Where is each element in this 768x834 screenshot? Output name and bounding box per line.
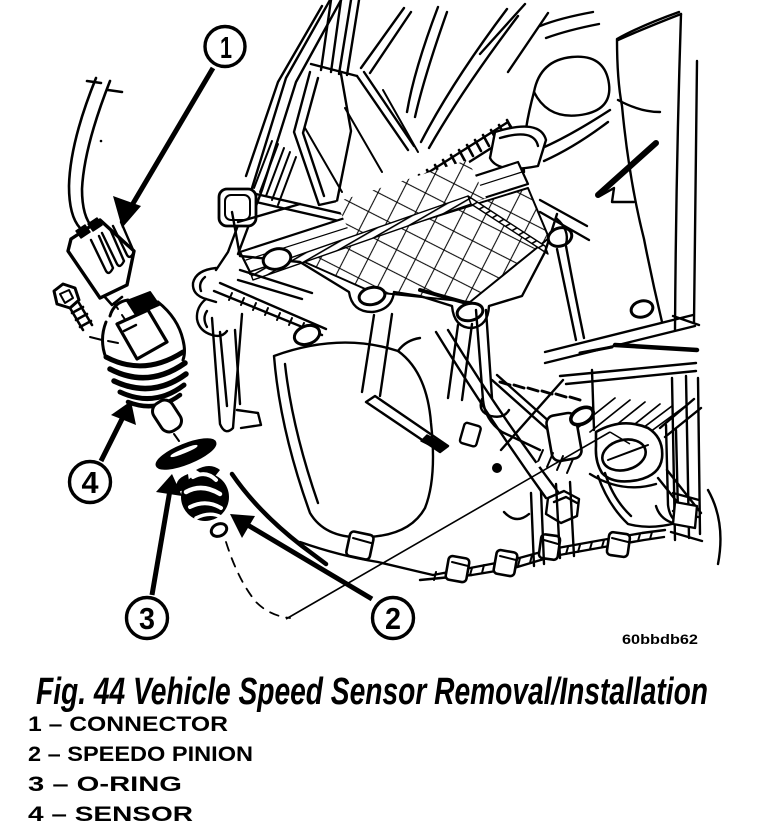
svg-text:3: 3 xyxy=(139,601,155,636)
svg-text:4 – SENSOR: 4 – SENSOR xyxy=(28,803,193,826)
svg-text:60bbdb62: 60bbdb62 xyxy=(622,631,698,647)
svg-text:Fig. 44 Vehicle Speed Sensor R: Fig. 44 Vehicle Speed Sensor Removal/Ins… xyxy=(36,671,708,713)
svg-text:3 – O-RING: 3 – O-RING xyxy=(28,773,182,796)
svg-text:2 – SPEEDO PINION: 2 – SPEEDO PINION xyxy=(28,743,253,766)
svg-text:1: 1 xyxy=(220,30,232,65)
svg-text:1 – CONNECTOR: 1 – CONNECTOR xyxy=(28,713,228,736)
svg-text:2: 2 xyxy=(385,601,401,636)
svg-text:4: 4 xyxy=(82,465,100,500)
